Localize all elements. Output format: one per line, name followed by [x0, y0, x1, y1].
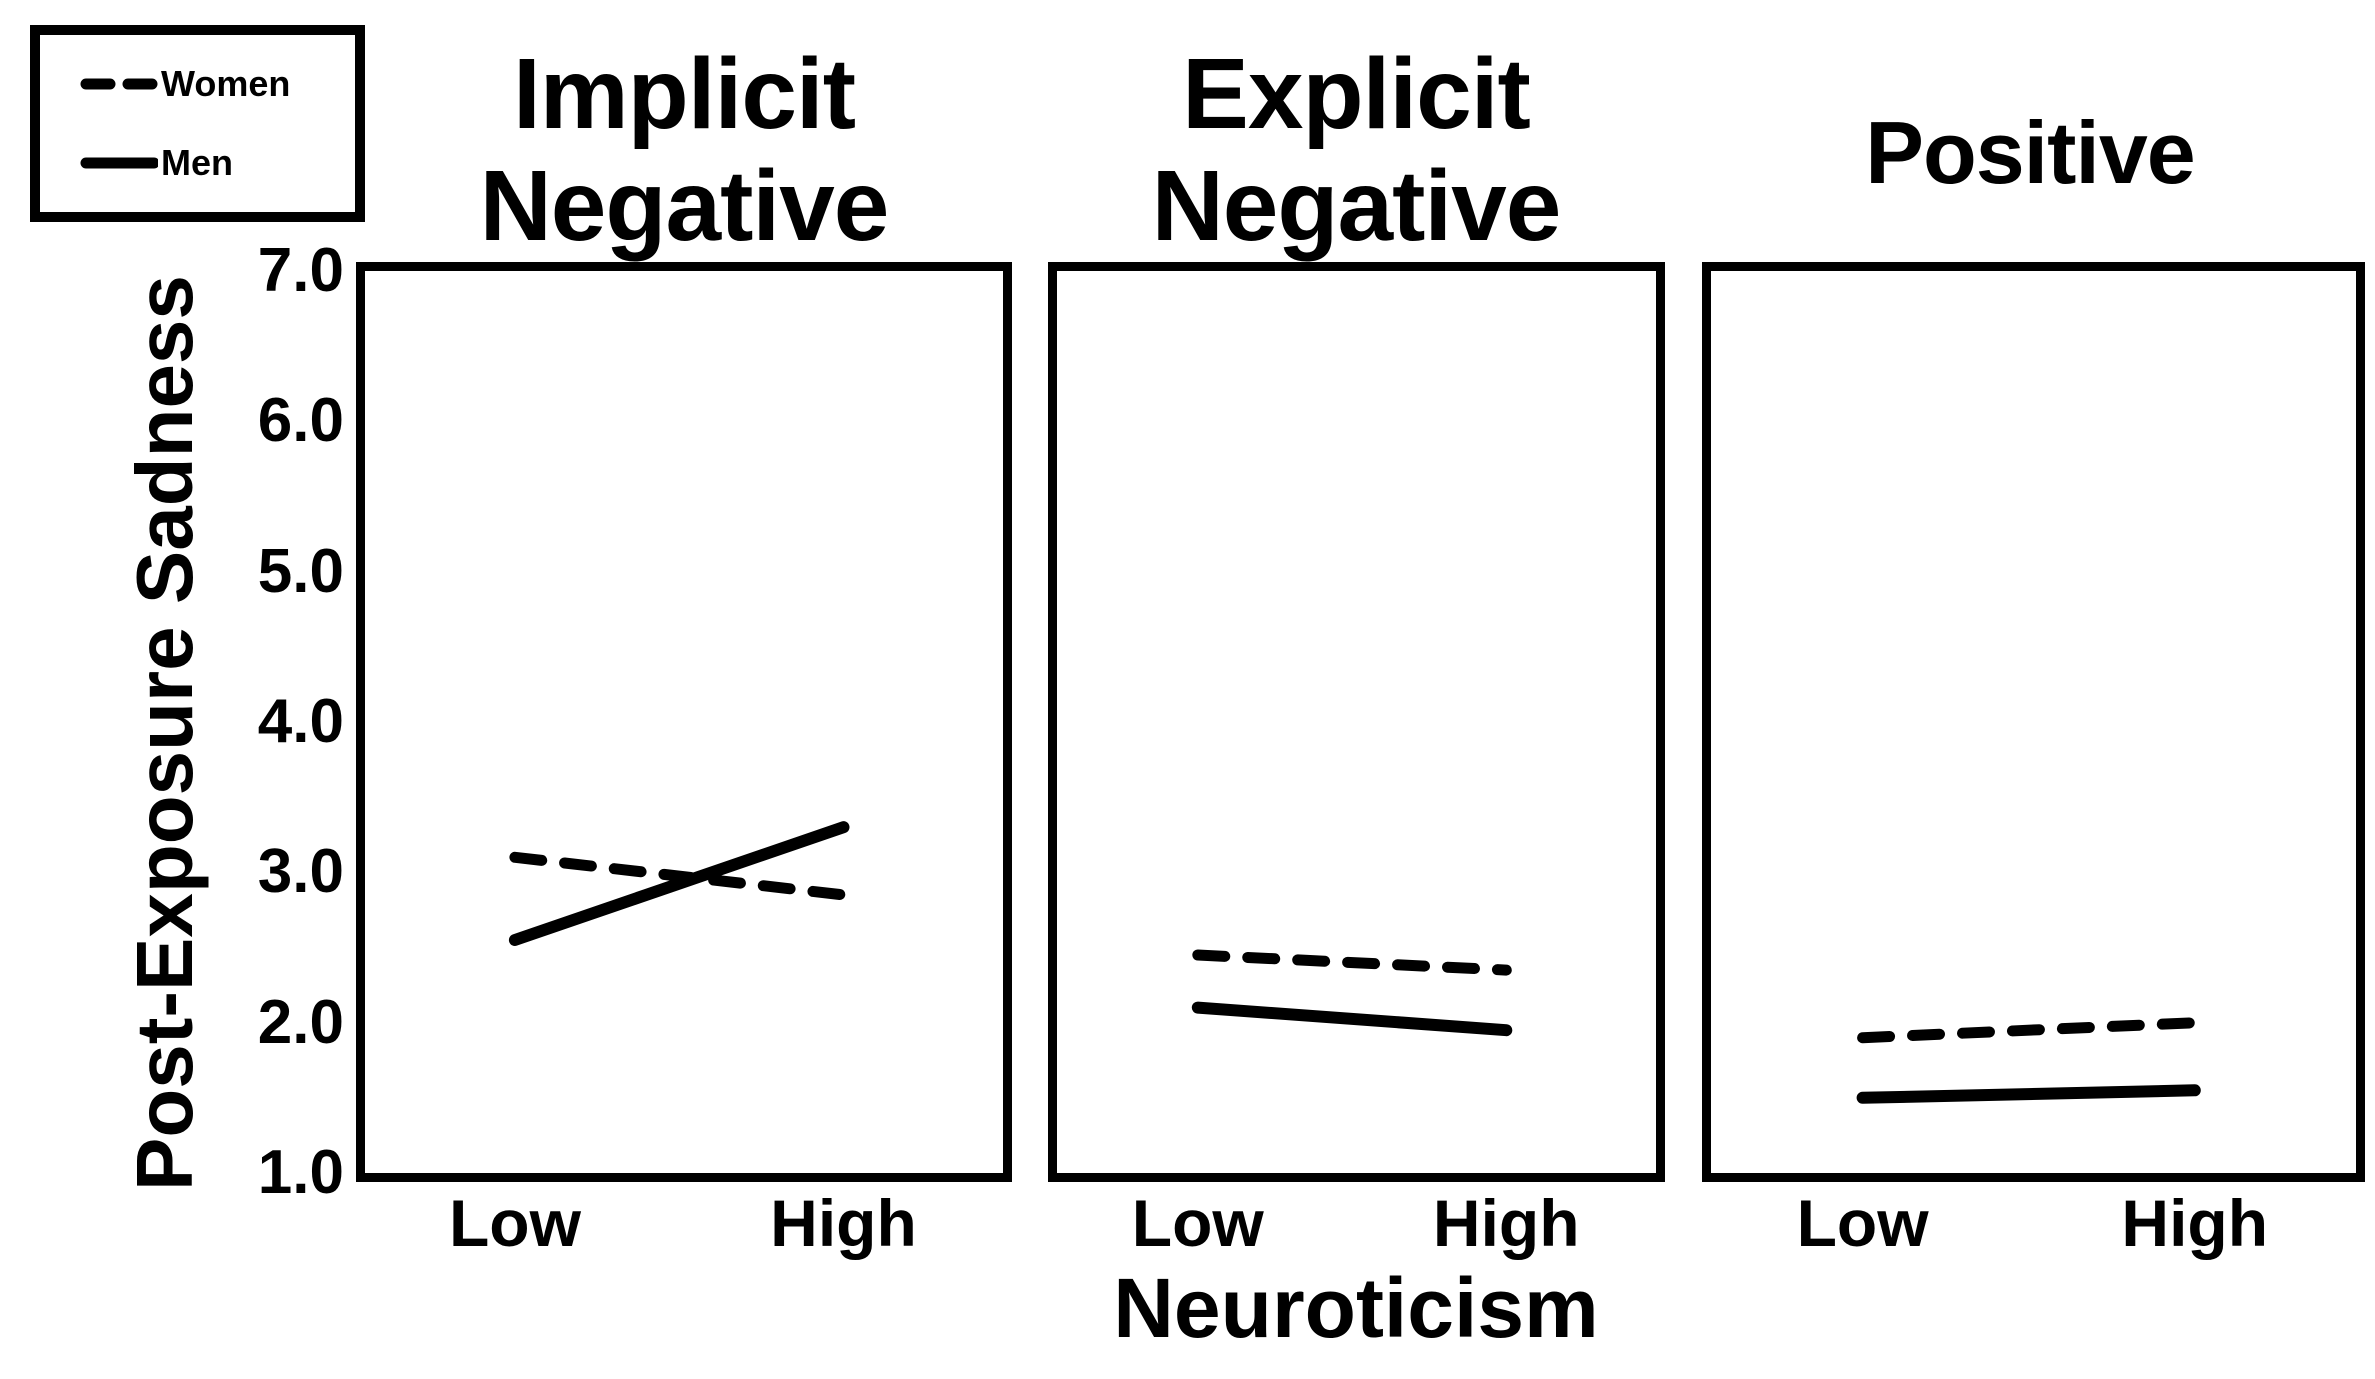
y-tick-label: 4.0: [257, 687, 344, 756]
series-line-women: [509, 851, 849, 901]
y-tick-label: 2.0: [257, 987, 344, 1057]
y-tick-label: 3.0: [257, 837, 344, 907]
panel-title-implicit-negative: Implicit Negative: [479, 38, 890, 262]
panel-title-positive: Positive: [1865, 103, 2195, 202]
series-line-men: [508, 821, 850, 946]
panel-positive: [1702, 262, 2365, 1182]
plot-area-positive: [1856, 1017, 2201, 1104]
series-line-women: [1192, 949, 1512, 976]
y-tick-label: 7.0: [257, 236, 344, 305]
panel-implicit-negative: [356, 262, 1012, 1182]
legend-item-women: Women: [80, 62, 355, 106]
panel-title-explicit-negative: Explicit Negative: [1151, 38, 1562, 262]
y-tick-label: 1.0: [257, 1138, 344, 1207]
x-tick-label-low: Low: [448, 1186, 581, 1260]
x-axis-title: Neuroticism: [1113, 1261, 1599, 1355]
series-line-women: [1857, 1017, 2201, 1044]
y-tick-label: 5.0: [257, 536, 344, 606]
legend-item-men: Men: [80, 141, 355, 185]
plot-area-explicit-negative: [1191, 949, 1513, 1037]
legend-label-women: Women: [161, 63, 291, 105]
x-tick-label-high: High: [1432, 1186, 1580, 1260]
plot-area-implicit-negative: [508, 821, 850, 946]
y-tick-label: 6.0: [257, 386, 344, 456]
x-tick-label-low: Low: [1131, 1186, 1264, 1260]
solid-line-sample-icon: [80, 157, 158, 169]
panel-explicit-negative: [1048, 262, 1665, 1182]
legend-label-men: Men: [161, 141, 233, 183]
x-tick-label-high: High: [2121, 1186, 2269, 1260]
dashed-line-sample-icon: [80, 78, 158, 90]
x-tick-label-high: High: [770, 1186, 917, 1260]
legend: Women Men: [30, 25, 365, 222]
series-line-men: [1856, 1084, 2201, 1104]
series-line-men: [1191, 1001, 1513, 1037]
x-tick-label-low: Low: [1796, 1186, 1929, 1260]
